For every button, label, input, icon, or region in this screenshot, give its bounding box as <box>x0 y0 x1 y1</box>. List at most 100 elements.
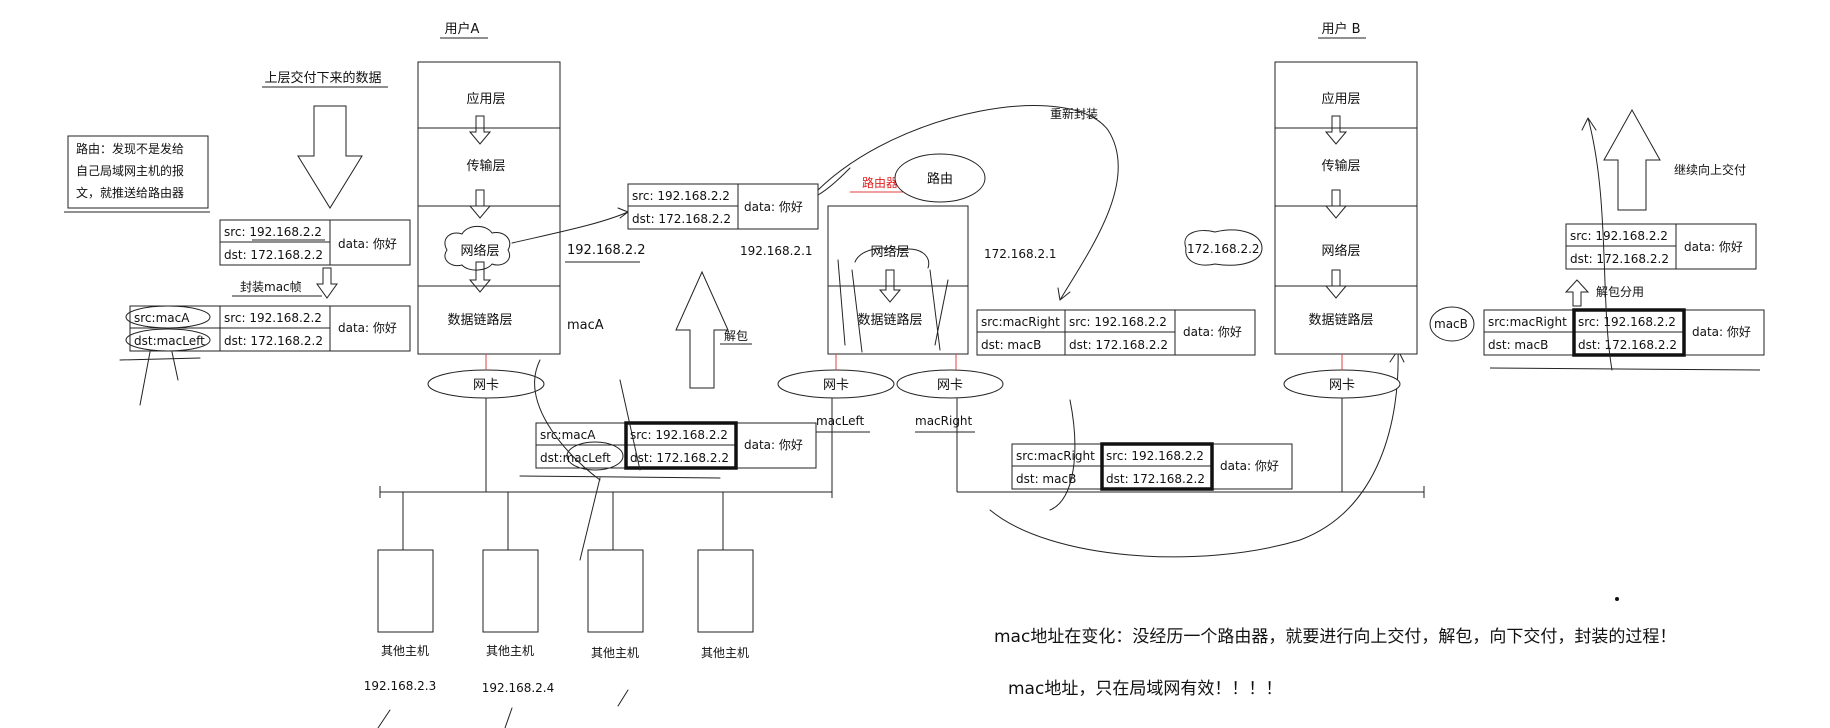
b-ip-src: src: 192.168.2.2 <box>1570 229 1668 243</box>
lan-b-dst-ip: dst: 172.168.2.2 <box>1106 472 1205 486</box>
frame-src-ip: src: 192.168.2.2 <box>224 311 322 325</box>
b-frame-dst-ip: dst: 172.168.2.2 <box>1578 338 1677 352</box>
user-a-layer-datalink: 数据链路层 <box>447 312 512 328</box>
user-b-layer-app: 应用层 <box>1321 91 1360 107</box>
router-out-dst-ip: dst: 172.168.2.2 <box>1069 338 1168 352</box>
user-b-ip: 172.168.2.2 <box>1187 242 1260 256</box>
host-1-ip: 192.168.2.3 <box>364 679 437 693</box>
lan-a-dst-ip: dst: 172.168.2.2 <box>630 451 729 465</box>
user-a-layer-app: 应用层 <box>466 91 505 107</box>
routing-note-line2: 自己局域网主机的报 <box>76 163 184 178</box>
lan-a-src-ip: src: 192.168.2.2 <box>630 428 728 442</box>
summary: mac地址在变化：没经历一个路由器，就要进行向上交付，解包，向下交付，封装的过程… <box>994 597 1676 699</box>
host-1-label: 其他主机 <box>381 644 429 658</box>
network-layer-cloud <box>444 225 511 271</box>
host-1 <box>377 549 434 633</box>
host-4 <box>697 549 754 633</box>
router: 路由器 路由 网络层 数据链路层 192.168.2.1 172.168.2.1… <box>740 153 1057 492</box>
host-4-label: 其他主机 <box>701 646 749 660</box>
frame-dst-ip: dst: 172.168.2.2 <box>224 334 323 348</box>
big-down-arrow-icon <box>297 105 363 209</box>
unpack-label: 解包 <box>724 329 748 343</box>
routing-note-line1: 路由：发现不是发给 <box>76 141 184 156</box>
unpack-arrow: 解包 <box>675 270 752 389</box>
flow-arrows <box>511 167 851 481</box>
frame-src-mac: src:macA <box>134 311 190 325</box>
down-arrow-icon <box>468 115 492 145</box>
summary-line1: mac地址在变化：没经历一个路由器，就要进行向上交付，解包，向下交付，封装的过程… <box>994 627 1676 647</box>
router-out-dst-mac: dst: macB <box>981 338 1041 352</box>
down-arrow-icon <box>468 261 492 293</box>
router-out-data: data: 你好 <box>1183 325 1242 339</box>
down-arrow-icon <box>1324 189 1348 219</box>
user-b-mac: macB <box>1434 317 1468 331</box>
packet-dst-ip: dst: 172.168.2.2 <box>224 248 323 262</box>
encap-mac-label: 封装mac帧 <box>240 280 302 294</box>
down-arrow-icon <box>468 189 492 219</box>
b-frame-src-ip: src: 192.168.2.2 <box>1578 315 1676 329</box>
user-a-layer-network: 网络层 <box>460 243 499 259</box>
lan-b-src-mac: src:macRight <box>1016 449 1095 463</box>
user-b-layer-transport: 传输层 <box>1321 158 1360 174</box>
frame-dst-mac: dst:macLeft <box>134 334 205 348</box>
packet-transit-ip: src: 192.168.2.2 dst: 172.168.2.2 data: … <box>627 183 819 230</box>
up-arrow-icon <box>1564 279 1590 307</box>
b-ip-data: data: 你好 <box>1684 240 1743 254</box>
router-right-nic-label: 网卡 <box>937 378 963 393</box>
user-a-layer-transport: 传输层 <box>466 158 505 174</box>
b-frame-dst-mac: dst: macB <box>1488 338 1548 352</box>
b-ip-dst: dst: 172.168.2.2 <box>1570 252 1669 266</box>
lan-b-dst-mac: dst: macB <box>1016 472 1076 486</box>
user-a-mac: macA <box>567 318 604 333</box>
deliver-up-label: 继续向上交付 <box>1674 162 1746 177</box>
user-b-nic-label: 网卡 <box>1329 378 1355 393</box>
router-right-nic <box>896 369 1004 399</box>
router-left-ip: 192.168.2.1 <box>740 244 813 258</box>
router-bubble-label: 路由 <box>927 171 953 187</box>
right-notes: 继续向上交付 解包分用 src: 192.168.2.2 dst: 172.16… <box>1483 108 1765 371</box>
host-2-label: 其他主机 <box>486 644 534 658</box>
packet-src-ip: src: 192.168.2.2 <box>224 225 322 239</box>
user-b-title: 用户 B <box>1321 21 1360 37</box>
user-a-ip: 192.168.2.2 <box>567 243 646 258</box>
big-up-arrow-icon <box>675 270 729 389</box>
big-up-arrow-icon <box>1603 108 1661 211</box>
unpack-share-label: 解包分用 <box>1596 285 1644 299</box>
frame-router-out: src:macRight dst: macB src: 192.168.2.2 … <box>976 309 1256 356</box>
router-title: 路由器 <box>862 175 898 190</box>
router-right-mac: macRight <box>915 414 973 428</box>
b-frame-data: data: 你好 <box>1692 325 1751 339</box>
host-2 <box>482 549 539 633</box>
router-layer-network: 网络层 <box>870 244 909 260</box>
user-b-layer-network: 网络层 <box>1321 243 1360 259</box>
transit-dst-ip: dst: 172.168.2.2 <box>632 212 731 226</box>
host-2-ip: 192.168.2.4 <box>482 681 555 695</box>
left-notes: 上层交付下来的数据 路由：发现不是发给 自己局域网主机的报 文，就推送给路由器 … <box>64 70 388 299</box>
host-3 <box>587 549 644 633</box>
frame-lan-b: src:macRight dst: macB src: 192.168.2.2 … <box>1011 399 1293 511</box>
frame-data: data: 你好 <box>338 321 397 335</box>
transit-data: data: 你好 <box>744 200 803 214</box>
router-left-mac: macLeft <box>816 414 865 428</box>
routing-note-box <box>67 135 209 209</box>
down-arrow-icon <box>1324 269 1348 299</box>
router-bubble <box>894 153 986 203</box>
b-frame-src-mac: src:macRight <box>1488 315 1567 329</box>
reencap-label: 重新封装 <box>1050 106 1098 121</box>
transit-src-ip: src: 192.168.2.2 <box>632 189 730 203</box>
user-a-stack: 用户A 应用层 传输层 网络层 数据链路层 网卡 macA 192.168.2.… <box>417 21 646 492</box>
lan-a: 其他主机 其他主机 其他主机 其他主机 192.168.2.3 192.168.… <box>364 486 833 728</box>
frame-lan-a: src:macA dst:macLeft src: 192.168.2.2 ds… <box>519 379 817 561</box>
lan-a-src-mac: src:macA <box>540 428 596 442</box>
router-out-src-mac: src:macRight <box>981 315 1060 329</box>
upper-data-label: 上层交付下来的数据 <box>264 70 381 86</box>
lan-a-data: data: 你好 <box>744 438 803 452</box>
lan-a-dst-mac: dst:macLeft <box>540 451 611 465</box>
packet-data: data: 你好 <box>338 237 397 251</box>
down-arrow-icon <box>316 267 338 299</box>
summary-line2: mac地址，只在局域网有效！！！！ <box>1008 679 1282 699</box>
down-arrow-icon <box>1324 115 1348 145</box>
router-out-src-ip: src: 192.168.2.2 <box>1069 315 1167 329</box>
lan-b-src-ip: src: 192.168.2.2 <box>1106 449 1204 463</box>
